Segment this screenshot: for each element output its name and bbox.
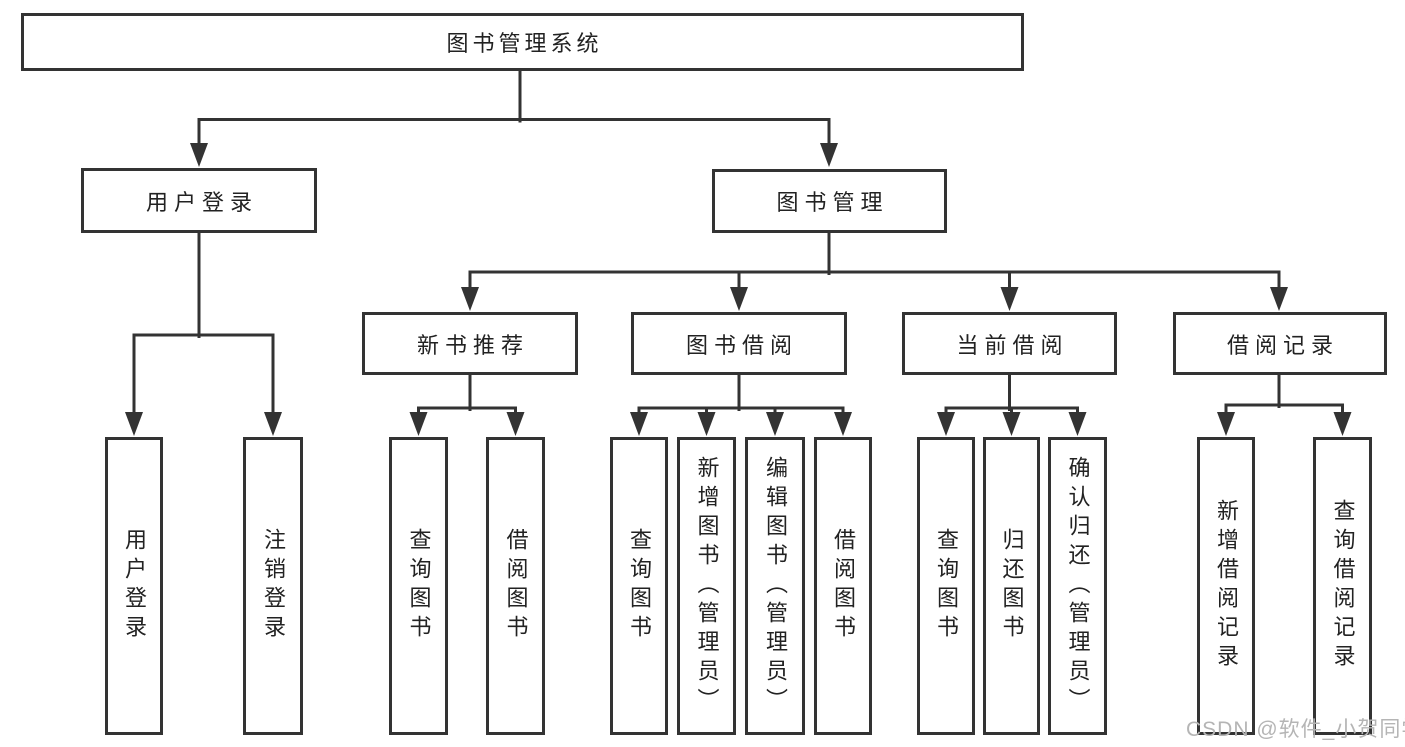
node-label: 归还图书 xyxy=(999,528,1025,644)
arrow-down-icon xyxy=(1068,412,1087,436)
arrow-down-icon xyxy=(630,412,648,436)
node-label: 查询图书 xyxy=(934,528,959,644)
arrow-down-icon xyxy=(1217,412,1235,436)
leaf-query-borrow-record: 查询借阅记录 xyxy=(1313,437,1372,735)
leaf-logout: 注销登录 xyxy=(243,437,303,735)
connector-user-login xyxy=(132,231,275,418)
leaf-return-books: 归还图书 xyxy=(983,437,1040,735)
node-label: 图书管理系统 xyxy=(446,31,603,56)
connector-new-book xyxy=(417,373,517,418)
arrow-down-icon xyxy=(1002,412,1021,436)
leaf-borrow-books-recommend: 借阅图书 xyxy=(486,437,545,735)
connector-borrow-records xyxy=(1224,373,1344,418)
node-user-login-branch: 用户登录 xyxy=(81,168,317,233)
node-book-borrowing: 图书借阅 xyxy=(631,312,847,375)
leaf-confirm-return-admin: 确认归还（管理员） xyxy=(1048,437,1107,735)
arrow-down-icon xyxy=(1333,412,1352,436)
leaf-add-book-admin: 新增图书（管理员） xyxy=(677,437,736,735)
arrow-down-icon xyxy=(766,412,784,436)
node-library-management-system: 图书管理系统 xyxy=(21,13,1024,71)
node-label: 新增借阅记录 xyxy=(1214,499,1239,673)
arrow-down-icon xyxy=(461,287,479,311)
arrow-down-icon xyxy=(697,412,716,436)
connector-current-borrow xyxy=(944,373,1079,418)
arrow-down-icon xyxy=(1000,287,1019,311)
node-label: 编辑图书（管理员） xyxy=(763,455,788,717)
arrow-down-icon xyxy=(125,412,143,436)
arrow-down-icon xyxy=(730,287,748,311)
leaf-query-books-borrow: 查询图书 xyxy=(610,437,668,735)
arrow-down-icon xyxy=(820,143,838,167)
node-label: 查询图书 xyxy=(406,528,432,644)
node-label: 当前借阅 xyxy=(956,332,1069,358)
node-label: 查询图书 xyxy=(627,528,652,644)
node-label: 新书推荐 xyxy=(416,332,529,358)
leaf-edit-book-admin: 编辑图书（管理员） xyxy=(745,437,805,735)
leaf-borrow-books: 借阅图书 xyxy=(814,437,872,735)
connector-book-borrow xyxy=(637,373,845,418)
node-label: 图书借阅 xyxy=(685,332,798,358)
node-label: 图书管理 xyxy=(776,190,889,215)
arrow-down-icon xyxy=(264,412,282,436)
connector-book-mgmt xyxy=(468,231,1281,293)
arrowhead-group xyxy=(125,143,1352,436)
node-label: 用户登录 xyxy=(145,189,258,215)
node-label: 新增图书（管理员） xyxy=(694,455,720,717)
leaf-user-login: 用户登录 xyxy=(105,437,163,735)
arrow-down-icon xyxy=(1270,287,1288,311)
leaf-add-borrow-record: 新增借阅记录 xyxy=(1197,437,1255,735)
node-book-management-branch: 图书管理 xyxy=(712,169,947,233)
node-label: 注销登录 xyxy=(261,528,286,644)
node-new-book-recommendation: 新书推荐 xyxy=(362,312,578,375)
leaf-query-books-current: 查询图书 xyxy=(917,437,975,735)
node-borrowing-records: 借阅记录 xyxy=(1173,312,1387,375)
node-current-borrowing: 当前借阅 xyxy=(902,312,1117,375)
node-label: 借阅图书 xyxy=(831,528,856,644)
arrow-down-icon xyxy=(190,143,208,167)
leaf-query-books-recommend: 查询图书 xyxy=(389,437,448,735)
arrow-down-icon xyxy=(937,412,955,436)
arrow-down-icon xyxy=(409,412,428,436)
arrow-down-icon xyxy=(506,412,525,436)
node-label: 确认归还（管理员） xyxy=(1065,455,1091,717)
node-label: 借阅图书 xyxy=(503,528,529,644)
node-label: 查询借阅记录 xyxy=(1330,499,1356,673)
connector-root xyxy=(197,68,831,149)
node-label: 借阅记录 xyxy=(1226,332,1339,358)
csdn-watermark: CSDN @软件_小贺同学 xyxy=(1186,718,1405,741)
node-label: 用户登录 xyxy=(122,528,147,644)
arrow-down-icon xyxy=(834,412,852,436)
